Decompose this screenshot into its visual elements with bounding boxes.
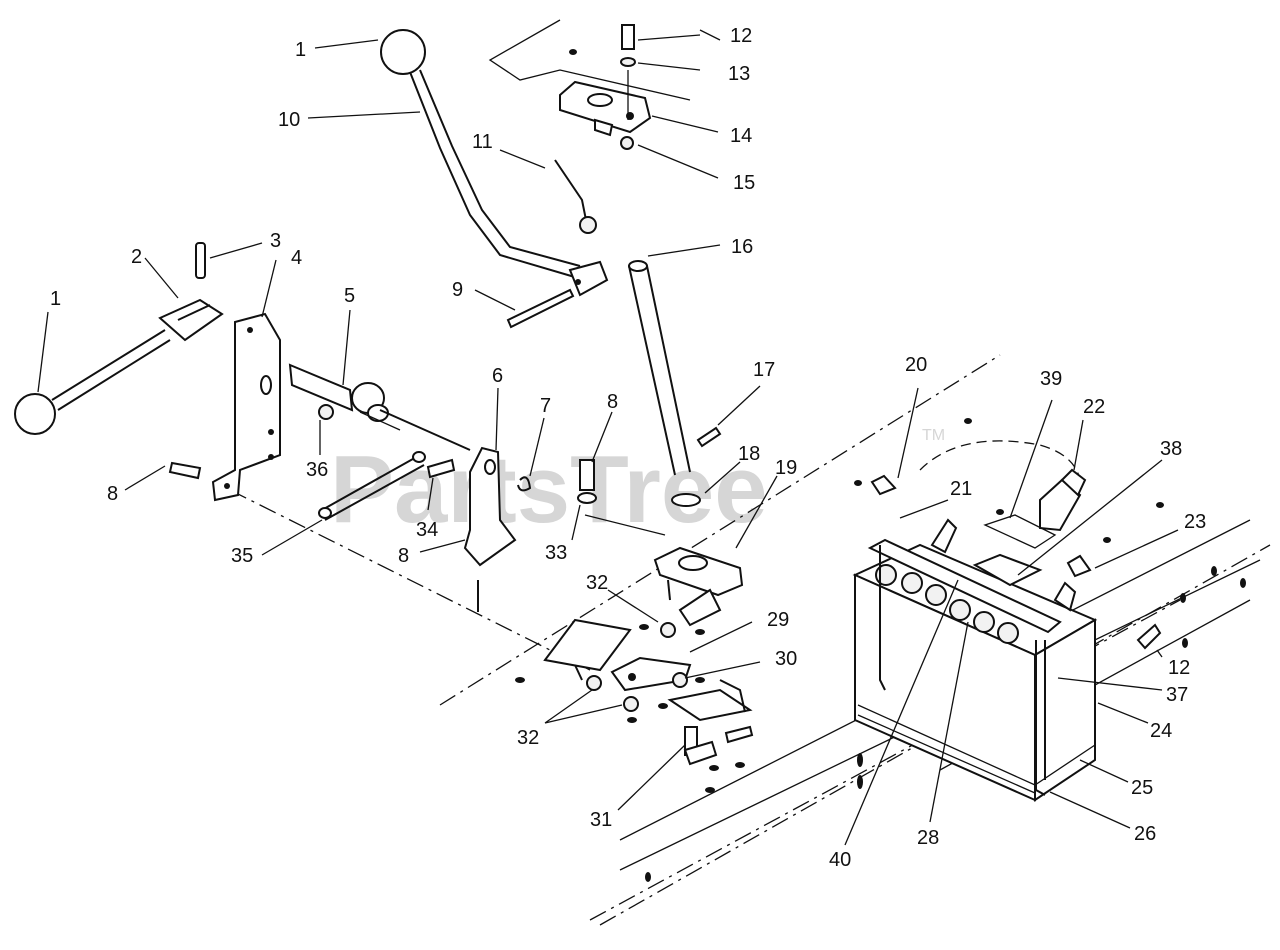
callout-labels: 1 10 11 12 13 14 15 16 9 2 3 4 5 1 8 36 … [50, 25, 1206, 871]
pin-9 [506, 288, 575, 329]
bolt-34 [426, 458, 456, 479]
callout-label: 12 [1168, 657, 1190, 679]
callout-label: 30 [775, 648, 797, 670]
washer-33 [577, 492, 597, 504]
washer-18 [671, 493, 701, 507]
callout-label: 4 [291, 247, 302, 269]
callout-label: 3 [270, 230, 281, 252]
pin-17 [696, 426, 722, 448]
callout-label: 19 [775, 457, 797, 479]
callout-label: 8 [398, 545, 409, 567]
callout-label: 28 [917, 827, 939, 849]
control-rod [628, 260, 691, 476]
callout-label: 29 [767, 609, 789, 631]
callout-label: 12 [730, 25, 752, 47]
callout-label: 23 [1184, 511, 1206, 533]
lower-bracket-assembly [543, 588, 753, 722]
callout-label: 25 [1131, 777, 1153, 799]
callout-label: 34 [416, 519, 438, 541]
watermark-trademark: TM [922, 427, 945, 444]
watermark-text: PartsTree [330, 436, 768, 543]
battery-cable [919, 440, 1087, 587]
frame-holes [515, 49, 1246, 882]
top-bracket-assembly [559, 24, 652, 150]
callout-label: 6 [492, 365, 503, 387]
hairpin-clip [517, 476, 532, 492]
callout-label: 40 [829, 849, 851, 871]
nut-36 [318, 404, 334, 420]
callout-label: 16 [731, 236, 753, 258]
callout-label: 1 [295, 39, 306, 61]
callout-label: 17 [753, 359, 775, 381]
callout-label: 31 [590, 809, 612, 831]
bolt-8-center [579, 459, 595, 491]
callout-label: 36 [306, 459, 328, 481]
wing-nut-23 [1066, 554, 1092, 578]
battery [852, 518, 1098, 802]
callout-leaders [37, 34, 1179, 846]
pin-3 [195, 242, 206, 279]
left-shift-lever [14, 298, 224, 435]
bolt-31 [683, 725, 754, 766]
bolt-12-right [1136, 623, 1162, 650]
callout-label: 24 [1150, 720, 1172, 742]
main-shift-lever [380, 29, 609, 297]
bracket-plate [211, 312, 281, 502]
callout-label: 8 [107, 483, 118, 505]
callout-label: 39 [1040, 368, 1062, 390]
callout-label: 13 [728, 63, 750, 85]
callout-label: 7 [540, 395, 551, 417]
callout-label: 18 [738, 443, 760, 465]
pivot-19 [653, 546, 744, 601]
callout-label: 26 [1134, 823, 1156, 845]
callout-label: 8 [607, 391, 618, 413]
callout-label: 21 [950, 478, 972, 500]
callout-label: 5 [344, 285, 355, 307]
callout-label: 37 [1166, 684, 1188, 706]
shift-shaft [288, 363, 471, 451]
link-rod [318, 451, 426, 521]
callout-label: 14 [730, 125, 752, 147]
callout-label: 38 [1160, 438, 1182, 460]
callout-label: 32 [517, 727, 539, 749]
callout-label: 33 [545, 542, 567, 564]
callout-label: 15 [733, 172, 755, 194]
callout-label: 10 [278, 109, 300, 131]
spring-11 [499, 149, 597, 234]
callout-label: 32 [586, 572, 608, 594]
callout-label: 2 [131, 246, 142, 268]
battery-hold-down [867, 538, 1062, 796]
callout-label: 20 [905, 354, 927, 376]
wing-nut-20 [870, 474, 897, 496]
pivot-bracket [463, 446, 517, 567]
callout-label: 11 [472, 131, 493, 153]
callout-label: 22 [1083, 396, 1105, 418]
callout-label: 1 [50, 288, 61, 310]
bolt-8-left [168, 461, 202, 480]
callout-label: 35 [231, 545, 253, 567]
callout-label: 9 [452, 279, 463, 301]
